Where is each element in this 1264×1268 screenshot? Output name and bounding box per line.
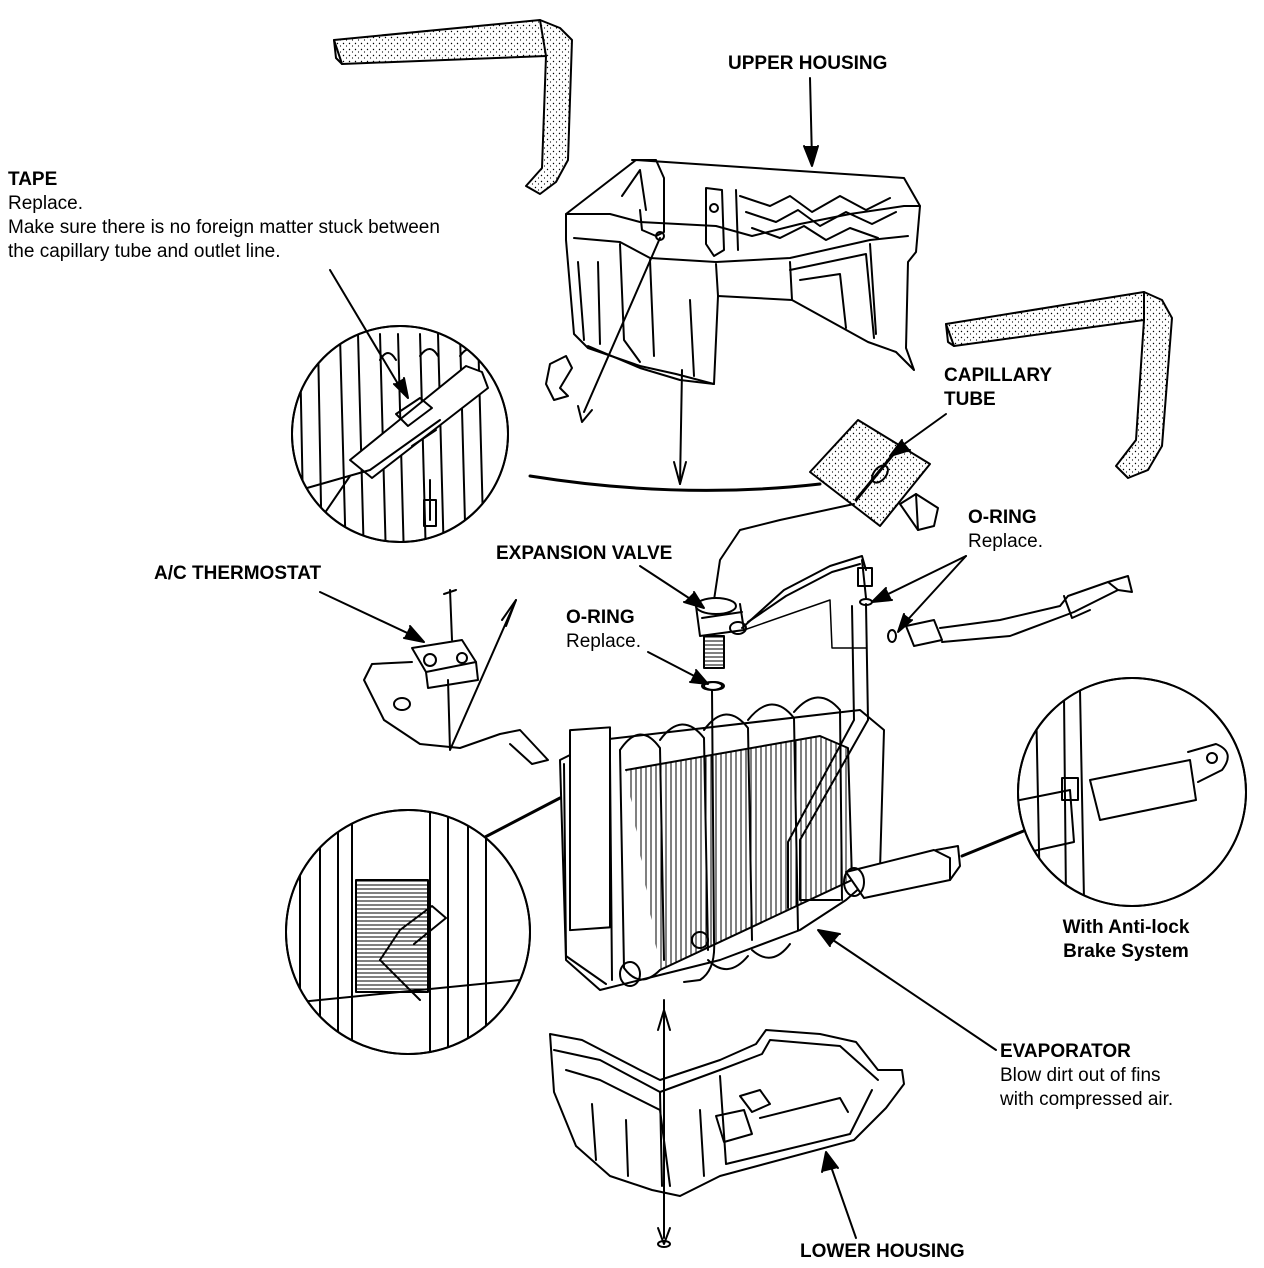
lower-housing-label: LOWER HOUSING — [800, 1240, 965, 1264]
o-ring-left-title: O-RING — [566, 607, 635, 628]
tape-label: TAPE Replace. Make sure there is no fore… — [8, 168, 440, 264]
label-leaders — [319, 77, 997, 1239]
upper-housing-label: UPPER HOUSING — [728, 52, 887, 76]
evaporator-title: EVAPORATOR — [1000, 1041, 1131, 1062]
upper-seal-strip — [333, 19, 573, 195]
o-ring-left-part — [701, 681, 723, 691]
lower-housing-screw — [657, 999, 671, 1248]
tape-detail-leader — [528, 474, 822, 492]
tape-note-foreign-matter: Make sure there is no foreign matter stu… — [8, 217, 440, 238]
expansion-valve-label: EXPANSION VALVE — [496, 542, 672, 566]
right-seal-strip — [945, 291, 1173, 479]
outlet-line — [743, 559, 1133, 649]
upper-housing-arrows — [577, 237, 687, 485]
abs-label-line2: Brake System — [1063, 941, 1189, 962]
evaporator-label: EVAPORATOR Blow dirt out of fins with co… — [1000, 1040, 1173, 1112]
tape-detail-circle — [291, 325, 509, 543]
lower-housing — [549, 1029, 905, 1197]
upper-housing-title: UPPER HOUSING — [728, 53, 888, 74]
lower-housing-title: LOWER HOUSING — [800, 1241, 965, 1262]
capillary-tube-title-line1: CAPILLARY — [944, 365, 1053, 386]
o-ring-left-label: O-RING Replace. — [566, 606, 641, 654]
o-ring-right-note: Replace. — [968, 531, 1043, 552]
capillary-line — [713, 503, 855, 601]
expansion-valve — [695, 555, 867, 691]
ac-thermostat-label: A/C THERMOSTAT — [154, 562, 321, 586]
ac-thermostat — [363, 589, 549, 765]
capillary-tube-inset — [809, 419, 939, 531]
abs-detail-circle — [1017, 677, 1247, 907]
expansion-valve-title: EXPANSION VALVE — [496, 543, 673, 564]
abs-detail-leader — [960, 828, 1028, 858]
evaporator-note-blow-dirt: Blow dirt out of fins — [1000, 1065, 1161, 1086]
o-ring-right-label: O-RING Replace. — [968, 506, 1043, 554]
evaporator-note-compressed-air: with compressed air. — [1000, 1089, 1174, 1110]
evaporator — [559, 603, 961, 991]
ac-thermostat-title: A/C THERMOSTAT — [154, 563, 322, 584]
upper-housing — [545, 159, 921, 401]
capillary-tube-title-line2: TUBE — [944, 389, 996, 410]
o-ring-right-title: O-RING — [968, 507, 1037, 528]
tape-title: TAPE — [8, 169, 58, 190]
capillary-tube-label: CAPILLARY TUBE — [944, 364, 1052, 412]
thermostat-detail-circle — [285, 809, 531, 1055]
tape-note-capillary: the capillary tube and outlet line. — [8, 241, 281, 262]
o-ring-left-note: Replace. — [566, 631, 641, 652]
tape-note-replace: Replace. — [8, 193, 83, 214]
abs-label-line1: With Anti-lock — [1062, 917, 1190, 938]
abs-label: With Anti-lock Brake System — [1046, 916, 1206, 964]
